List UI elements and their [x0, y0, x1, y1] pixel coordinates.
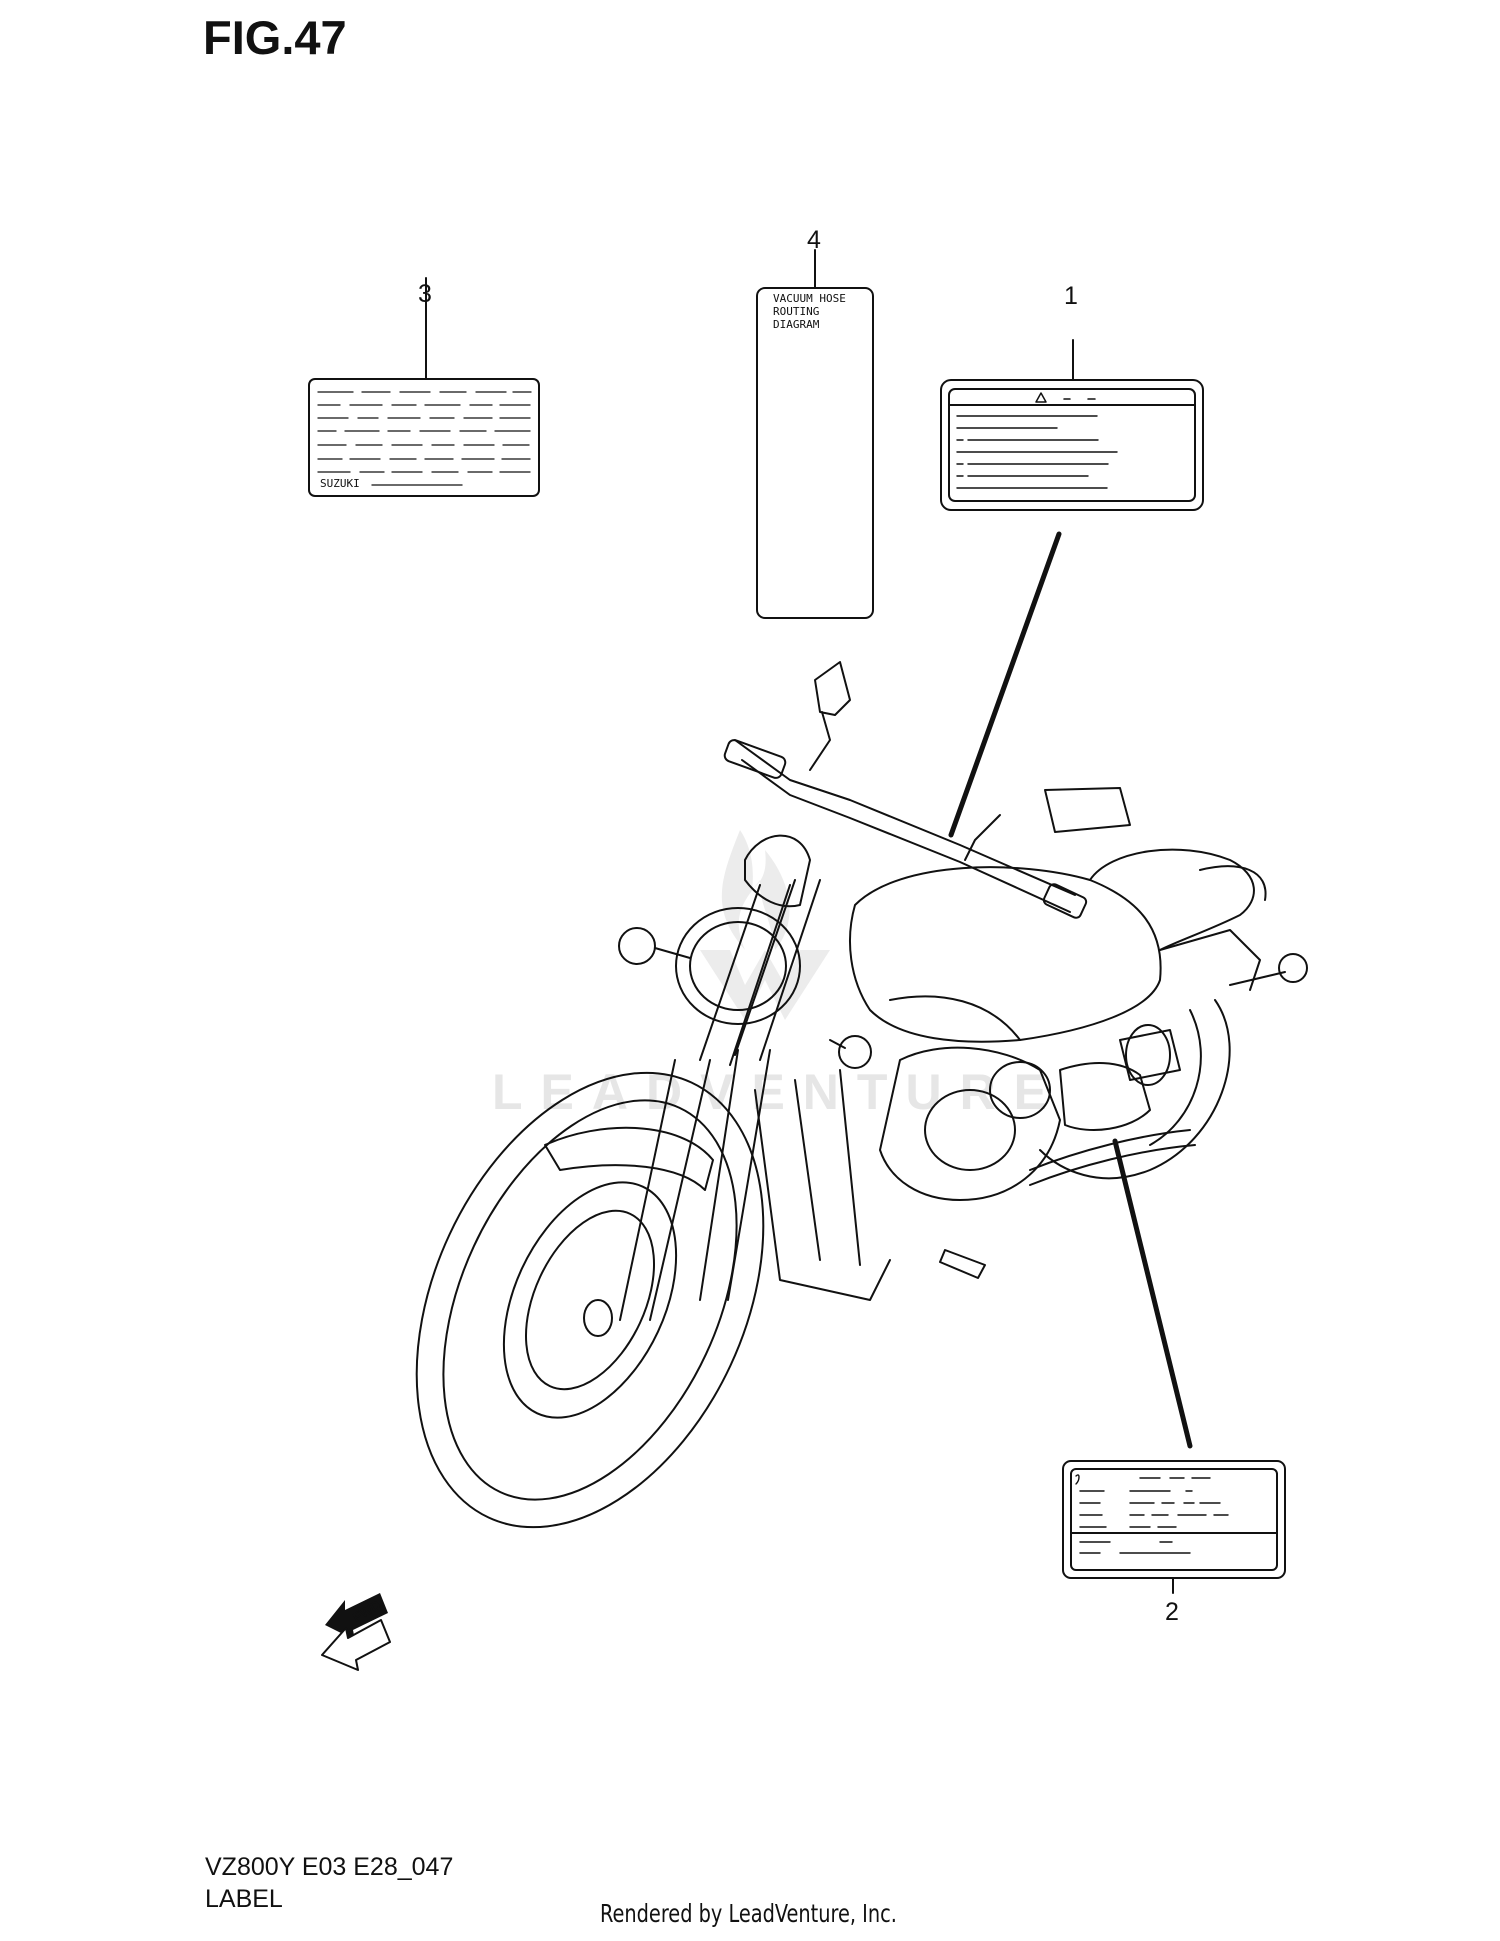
leader-arrow-2	[1112, 1138, 1193, 1449]
figure-title: FIG.47	[203, 11, 347, 64]
fwd-arrow-icon	[321, 1593, 391, 1671]
label-4-text-line: DIAGRAM	[773, 318, 820, 331]
label-3-brand: SUZUKI	[320, 477, 360, 490]
rendered-by-credit: Rendered by LeadVenture, Inc.	[600, 1899, 897, 1928]
callout-number-3: 3	[418, 280, 432, 308]
callout-number-1: 1	[1064, 282, 1078, 310]
label-2-sticker	[1062, 1460, 1286, 1594]
label-4-text-line: VACUUM HOSE	[773, 292, 846, 305]
label-3-sticker	[308, 277, 540, 497]
model-code: VZ800Y E03 E28_047	[205, 1853, 454, 1881]
callout-number-2: 2	[1165, 1598, 1179, 1626]
callout-number-4: 4	[807, 226, 821, 254]
label-1-sticker	[940, 339, 1204, 511]
label-4-sticker	[756, 249, 874, 619]
label-4-text-line: ROUTING	[773, 305, 820, 318]
section-name: LABEL	[205, 1885, 283, 1913]
motorcycle-illustration	[415, 661, 1308, 1529]
leader-arrow-1	[948, 531, 1062, 838]
